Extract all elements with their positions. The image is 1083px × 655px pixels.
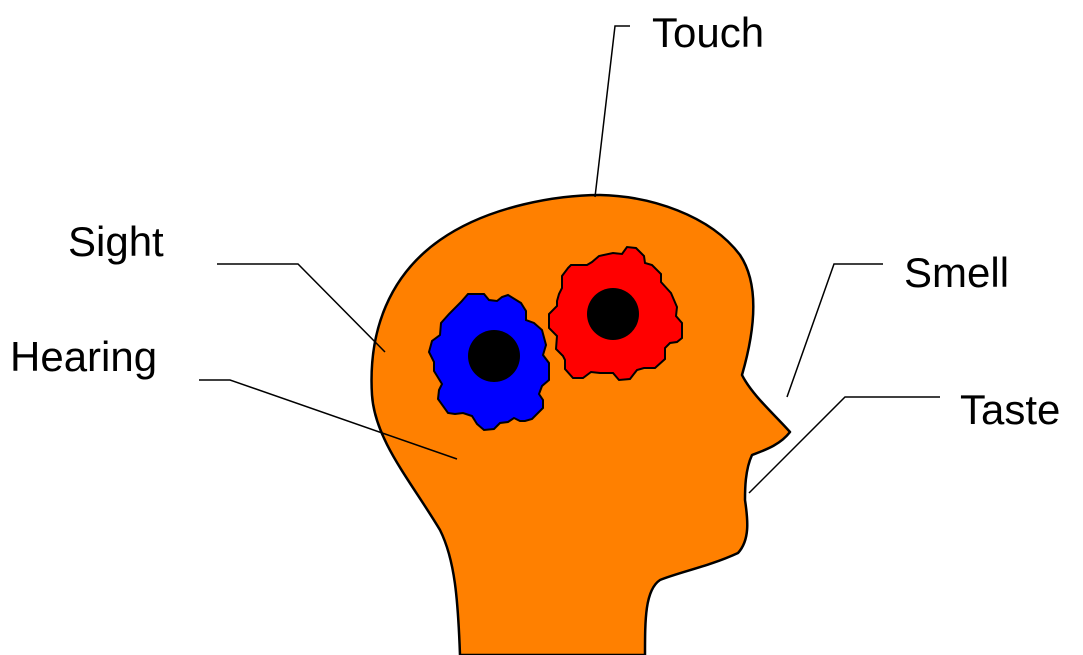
label-hearing: Hearing xyxy=(10,336,157,378)
leader-touch xyxy=(595,26,630,197)
label-sight: Sight xyxy=(68,221,164,263)
label-touch: Touch xyxy=(652,12,764,54)
label-taste: Taste xyxy=(960,389,1060,431)
leader-smell xyxy=(787,264,883,397)
gear-red-hub xyxy=(587,288,639,340)
label-smell: Smell xyxy=(904,252,1009,294)
leader-sight xyxy=(217,264,385,352)
gear-blue-hub xyxy=(468,330,520,382)
leader-taste xyxy=(749,397,940,493)
